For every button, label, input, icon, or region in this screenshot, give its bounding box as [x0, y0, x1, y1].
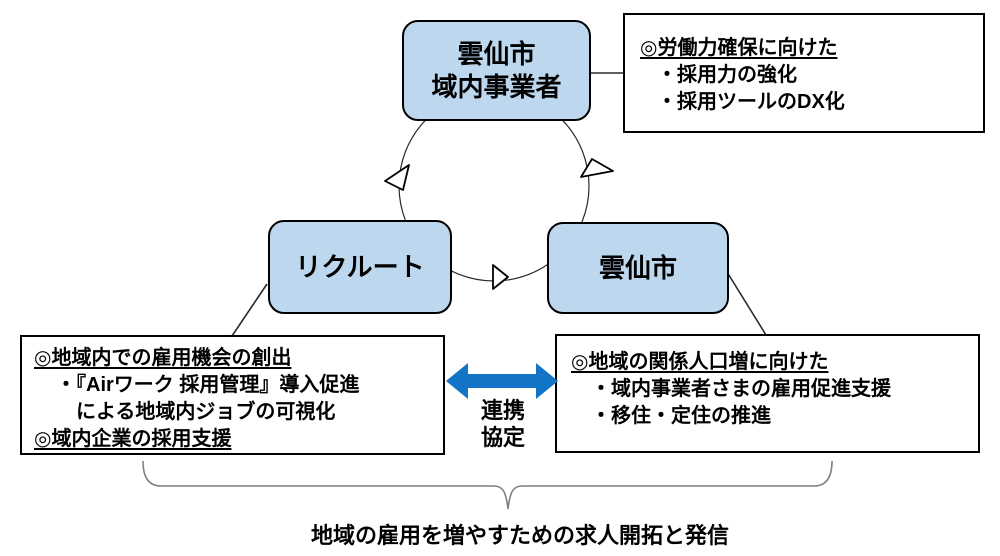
diagram-caption: 地域の雇用を増やすための求人開拓と発信: [310, 523, 729, 548]
callout-labor-security: ◎労働力確保に向けた ・採用力の強化 ・採用ツールのDX化: [623, 13, 985, 133]
callout-city-item1: ・域内事業者さまの雇用促進支援: [591, 378, 891, 400]
cycle-arrowhead-right-icon: [580, 158, 614, 178]
cycle-arrowhead-bottom-icon: [492, 264, 509, 290]
callout-city-heading: ◎地域の関係人口増に向けた: [571, 351, 829, 373]
callout-city-item2: ・移住・定住の推進: [591, 405, 771, 427]
callout-recruit-item1-cont: による地域内ジョブの可視化: [76, 401, 336, 423]
node-unzen-businesses: 雲仙市 域内事業者: [402, 20, 591, 121]
callout-city-role: ◎地域の関係人口増に向けた ・域内事業者さまの雇用促進支援 ・移住・定住の推進: [555, 334, 980, 453]
node-recruit-label: リクルート: [295, 251, 425, 282]
callout-recruit-heading2: ◎域内企業の採用支援: [34, 428, 232, 450]
callout-recruit-heading: ◎地域内での雇用機会の創出: [34, 347, 292, 369]
callout-recruit-role: ◎地域内での雇用機会の創出 ・『Airワーク 採用管理』導入促進 による地域内ジ…: [20, 335, 445, 455]
connector-city-to-role: [726, 271, 767, 336]
node-unzen-city: 雲仙市: [547, 222, 729, 314]
node-unzen-businesses-line2: 域内事業者: [431, 71, 562, 102]
bottom-brace-icon: [142, 460, 833, 510]
partnership-label-line1: 連携: [480, 398, 525, 423]
partnership-double-arrow-icon: [446, 363, 558, 399]
node-unzen-city-label: 雲仙市: [598, 252, 677, 283]
callout-labor-heading: ◎労働力確保に向けた: [640, 37, 838, 59]
callout-recruit-item1: ・『Airワーク 採用管理』導入促進: [56, 374, 360, 396]
connector-recruit-to-role: [231, 283, 268, 337]
partnership-label: 連携 協定: [453, 397, 553, 451]
node-recruit: リクルート: [268, 220, 452, 314]
partnership-label-line2: 協定: [480, 425, 525, 450]
callout-labor-item2: ・採用ツールのDX化: [657, 91, 845, 113]
callout-labor-item1: ・採用力の強化: [657, 64, 797, 86]
node-unzen-businesses-line1: 雲仙市: [457, 38, 536, 69]
cycle-arrowhead-left-icon: [384, 164, 410, 191]
